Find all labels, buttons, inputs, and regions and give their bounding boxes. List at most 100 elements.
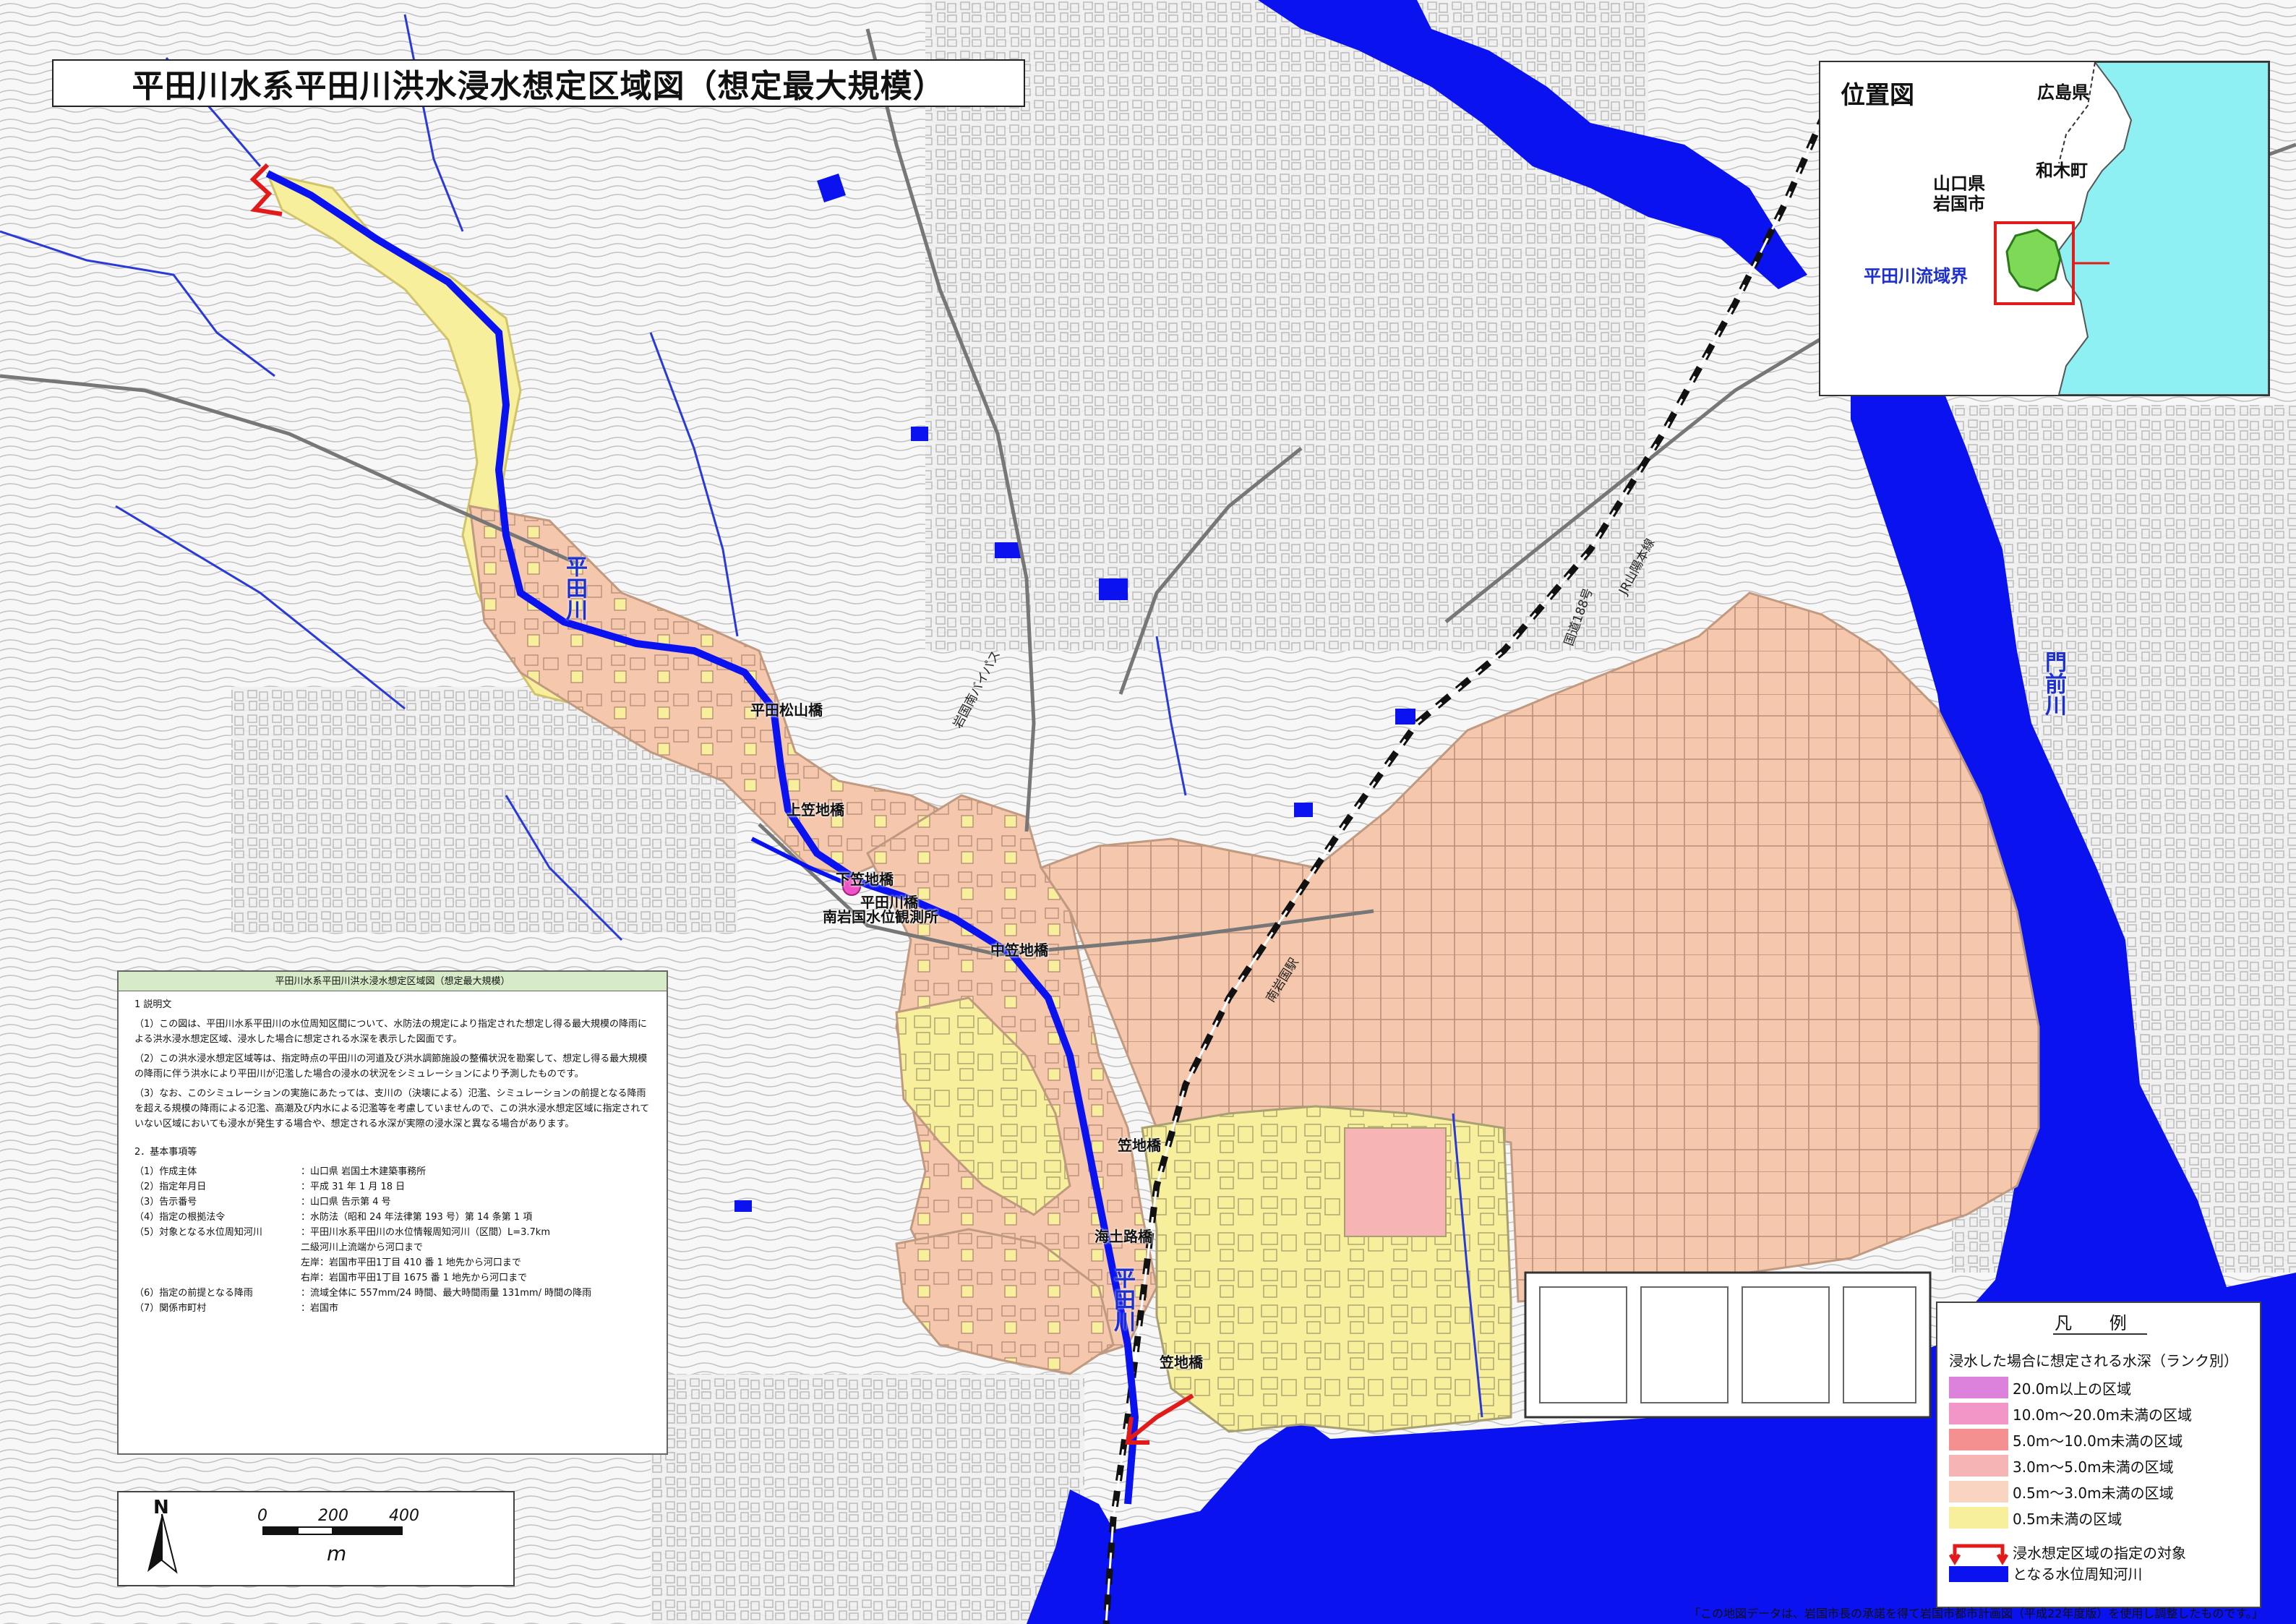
basic-item-value: 二級河川上流端から河口まで: [301, 1242, 424, 1253]
flood-zone-factory: [1344, 1127, 1447, 1237]
pond-5: [911, 427, 928, 441]
gauging-station-label: 南岩国水位観測所: [823, 908, 938, 926]
basic-item-value: 右岸：岩国市平田1丁目 1675 番 1 地先から河口まで: [301, 1273, 528, 1283]
legend-entry: 0.5m未満の区域: [1949, 1507, 2122, 1529]
explanation-paragraph-3: （3）なお、このシミュレーションの実施にあたっては、支川の（決壊による）氾濫、シ…: [134, 1088, 650, 1129]
scale-tick-200: 200: [318, 1507, 348, 1525]
legend-swatch: [1949, 1429, 2008, 1450]
pond-2: [1099, 578, 1128, 600]
north-label: N: [153, 1497, 169, 1518]
scale-tick-0: 0: [257, 1507, 267, 1525]
legend-title: 凡 例: [2055, 1313, 2143, 1333]
river-label-hirata-upper: 平田川: [562, 555, 587, 620]
pond-1: [995, 542, 1021, 558]
jr-sanyo-line-fill: [1105, 86, 1838, 1624]
locator-prefecture-border: [2058, 62, 2096, 164]
basic-item-value: ：山口県 告示第 4 号: [301, 1197, 391, 1208]
river-label-kadomae: 門前川: [2041, 651, 2066, 716]
bridge-label-kamikasachi: 上笠地橋: [787, 801, 844, 819]
locator-map-graphic: [1994, 62, 2269, 395]
legend-swatch: [1949, 1377, 2008, 1398]
scale-and-north-panel: N 0 200 400 m: [117, 1491, 515, 1586]
legend-title-underline: [2053, 1333, 2147, 1335]
scale-bar: [262, 1526, 403, 1535]
tributaries: [0, 14, 1483, 1418]
sea-inlet-southwest: [1027, 1490, 1157, 1624]
basic-item-label: （7）関係市町村: [134, 1303, 207, 1314]
basic-item-row: （3）告示番号 ：山口県 告示第 4 号: [134, 1195, 651, 1210]
basic-item-row: （7）関係市町村 ：岩国市: [134, 1301, 651, 1316]
bridge-label-kasachi: 笠地橋: [1118, 1137, 1161, 1154]
locator-sea: [2057, 62, 2269, 395]
flood-zone-industrial-shallow: [1141, 1105, 1512, 1433]
legend-label: 5.0m～10.0m未満の区域: [2013, 1432, 2183, 1450]
gauging-station-marker[interactable]: [842, 877, 861, 896]
legend-label: 0.5m未満の区域: [2013, 1510, 2122, 1528]
legend-river-symbol: [1949, 1544, 2008, 1582]
explanation-panel: 平田川水系平田川洪水浸水想定区域図（想定最大規模） 1 説明文 （1）この図は、…: [117, 970, 668, 1455]
legend-entry: 10.0m～20.0m未満の区域: [1949, 1403, 2192, 1424]
sea-harbor-east: [1099, 318, 2296, 1624]
scale-graphic: [147, 1513, 403, 1574]
north-arrow-icon: [147, 1513, 178, 1574]
legend-swatch: [1949, 1507, 2008, 1529]
basic-item-value: ：平成 31 年 1 月 18 日: [301, 1181, 406, 1192]
basic-item-value: ：水防法（昭和 24 年法律第 193 号）第 14 条第 1 項: [301, 1212, 533, 1223]
basic-item-row: 左岸：岩国市平田1丁目 410 番 1 地先から河口まで: [134, 1255, 651, 1270]
basic-item-label: [134, 1240, 301, 1255]
urban-area-southwest: [651, 1374, 1084, 1624]
explanation-paragraph-1: （1）この図は、平田川水系平田川の水位周知区間について、水防法の規定により指定さ…: [134, 1019, 647, 1045]
sea-north: [1258, 0, 1807, 289]
basic-item-label: （4）指定の根拠法令: [134, 1212, 226, 1223]
basic-item-label: [134, 1255, 301, 1270]
legend-entry: 5.0m～10.0m未満の区域: [1949, 1429, 2183, 1450]
legend: 凡 例 浸水した場合に想定される水深（ランク別） 20.0m以上の区域 10.0…: [1936, 1302, 2261, 1608]
flood-zone-southwest: [895, 1228, 1115, 1375]
map-data-footnote: 「この地図データは、岩国市長の承諾を得て岩国市都市計画図（平成22年度版）を使用…: [1689, 1607, 2263, 1620]
locator-label-basin: 平田川流域界: [1864, 266, 1968, 286]
legend-swatch: [1949, 1455, 2008, 1476]
basic-item-value: ：岩国市: [301, 1303, 339, 1314]
hirata-river: [265, 170, 1139, 1505]
locator-label-waki: 和木町: [2036, 161, 2088, 181]
bridge-label-kasachi-2: 笠地橋: [1160, 1354, 1203, 1371]
basic-item-label: （5）対象となる水位周知河川: [134, 1227, 262, 1238]
basic-item-label: （1）作成主体: [134, 1166, 197, 1177]
river-label-hirata-lower: 平田川: [1110, 1267, 1135, 1332]
legend-label: 10.0m～20.0m未満の区域: [2013, 1406, 2193, 1424]
basic-item-row: （4）指定の根拠法令 ：水防法（昭和 24 年法律第 193 号）第 14 条第…: [134, 1210, 651, 1225]
reservoir: [817, 174, 846, 202]
bridge-label-nakakasachi: 中笠地橋: [990, 941, 1048, 959]
legend-subtitle: 浸水した場合に想定される水深（ランク別）: [1949, 1352, 2238, 1369]
explanation-section2-title: 2．基本事項等: [134, 1147, 197, 1158]
pond-4: [1294, 803, 1313, 817]
scale-unit: m: [327, 1542, 347, 1565]
explanation-section1-title: 1 説明文: [134, 999, 172, 1010]
legend-entry: 3.0m～5.0m未満の区域: [1949, 1455, 2174, 1476]
industrial-tanks: [1539, 1286, 1916, 1403]
bridge-label-shimokasachi: 下笠地橋: [836, 871, 894, 888]
basic-item-row: （1）作成主体 ：山口県 岩国土木建築事務所: [134, 1164, 651, 1179]
basic-item-value: ：流域全体に 557mm/24 時間、最大時間雨量 131mm/ 時間の降雨: [301, 1288, 592, 1299]
locator-basin: [2005, 228, 2062, 292]
basic-item-row: （6）指定の前提となる降雨 ：流域全体に 557mm/24 時間、最大時間雨量 …: [134, 1286, 651, 1301]
legend-label: 20.0m以上の区域: [2013, 1380, 2132, 1398]
basic-item-label: （6）指定の前提となる降雨: [134, 1288, 253, 1299]
basic-item-value: 左岸：岩国市平田1丁目 410 番 1 地先から河口まで: [301, 1257, 521, 1268]
legend-swatch: [1949, 1481, 2008, 1503]
basic-item-label: （3）告示番号: [134, 1197, 197, 1208]
bridge-label-hirata-matsuyama: 平田松山橋: [750, 701, 823, 719]
locator-title: 位置図: [1841, 81, 1914, 110]
locator-label-iwakuni: 岩国市: [1933, 194, 1985, 214]
pond-6: [734, 1200, 752, 1212]
flood-zone-central-west: [895, 996, 1071, 1216]
basic-item-row: （5）対象となる水位周知河川 ：平田川水系平田川の水位情報周知河川（区間）L=3…: [134, 1225, 651, 1240]
basic-item-label: [134, 1270, 301, 1286]
legend-entry: 20.0m以上の区域: [1949, 1377, 2131, 1398]
locator-label-yamaguchi: 山口県: [1933, 174, 1985, 194]
basic-item-label: （2）指定年月日: [134, 1181, 207, 1192]
basic-item-value: ：平田川水系平田川の水位情報周知河川（区間）L=3.7km: [301, 1227, 551, 1238]
legend-river-label-2: となる水位周知河川: [2013, 1565, 2143, 1583]
legend-entry: 0.5m～3.0m未満の区域: [1949, 1481, 2174, 1503]
map-title: 平田川水系平田川洪水浸水想定区域図（想定最大規模）: [52, 59, 1025, 107]
